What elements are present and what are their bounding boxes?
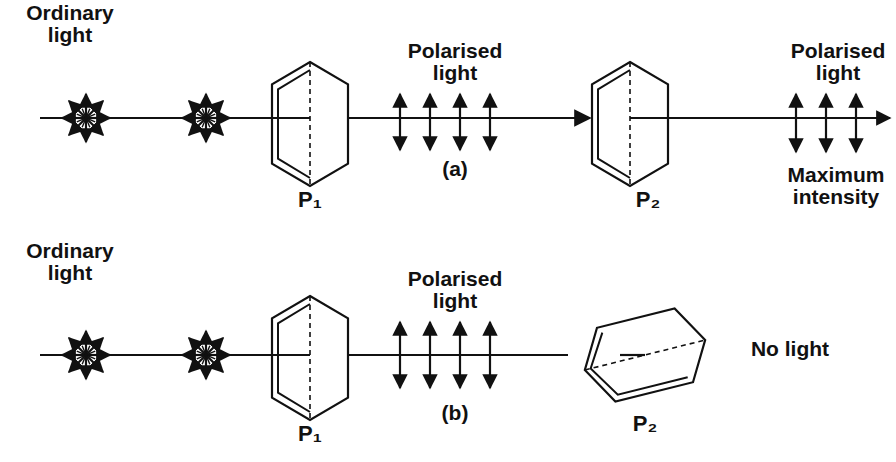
source-label: Ordinary light	[5, 240, 135, 284]
light-ray	[77, 351, 95, 359]
polaroid-drawing	[592, 62, 668, 186]
light-ray	[197, 114, 215, 122]
light-ray	[429, 94, 431, 150]
polaroid-sheet: P₁	[272, 62, 348, 214]
unpolarised-light-symbol	[182, 331, 230, 379]
light-beam	[348, 117, 590, 119]
light-ray	[77, 114, 95, 122]
light-ray	[189, 118, 206, 135]
beam-label: Polarised light	[783, 40, 893, 84]
light-ray	[206, 355, 223, 372]
polaroid-label: P₁	[272, 422, 348, 446]
light-ray	[825, 94, 827, 152]
light-ray	[86, 338, 103, 355]
unpolarised-light-symbol	[62, 94, 110, 142]
unpolarised-light-symbol	[182, 94, 230, 142]
light-ray	[77, 114, 95, 122]
light-ray	[40, 354, 310, 356]
polaroid-outline	[576, 303, 715, 407]
light-ray	[189, 355, 206, 372]
light-ray	[795, 94, 797, 152]
polaroid-edge	[583, 315, 688, 399]
intensity-label: No light	[735, 338, 845, 360]
unpolarised-light-symbol	[62, 331, 110, 379]
polaroid-sheet: P₂	[570, 300, 720, 438]
transmission-axis	[309, 62, 311, 186]
light-ray	[197, 351, 215, 359]
intensity-label: Maximum intensity	[781, 164, 891, 208]
light-ray	[86, 101, 103, 118]
polaroid-outline	[272, 62, 348, 186]
polaroid-edge	[598, 70, 630, 178]
polaroid-edge	[278, 304, 310, 412]
polaroid-sheet: P₂	[592, 62, 668, 214]
light-ray	[206, 338, 223, 355]
polaroid-label: P₂	[570, 412, 720, 436]
transmission-axis	[309, 296, 311, 420]
light-beams	[40, 118, 890, 355]
light-ray	[86, 355, 103, 372]
polaroid-outline	[592, 62, 668, 186]
polarised-vibration-arrows	[400, 94, 490, 150]
light-ray	[86, 118, 103, 135]
polaroid-drawing	[570, 300, 720, 410]
light-ray	[206, 118, 223, 135]
light-ray	[489, 94, 491, 150]
light-ray	[206, 101, 223, 118]
polaroid-outline	[272, 296, 348, 420]
light-ray	[69, 355, 86, 372]
light-ray	[459, 94, 461, 150]
polaroid-label: P₁	[272, 188, 348, 212]
light-ray	[69, 101, 86, 118]
transmission-axis	[629, 62, 631, 186]
light-ray	[197, 351, 215, 359]
polarised-vibration-arrows	[796, 94, 856, 152]
polaroid-drawing	[272, 296, 348, 420]
light-ray	[40, 117, 310, 119]
light-ray	[399, 94, 401, 150]
light-ray	[77, 351, 95, 359]
light-ray	[189, 101, 206, 118]
light-ray	[189, 338, 206, 355]
light-beam	[348, 354, 568, 356]
beam-label: Polarised light	[395, 268, 515, 312]
polaroid-label: P₂	[610, 188, 686, 212]
light-ray	[197, 114, 215, 122]
source-label: Ordinary light	[5, 2, 135, 46]
panel-label: (b)	[425, 402, 485, 424]
polaroid-sheet: P₁	[272, 296, 348, 448]
light-ray	[69, 118, 86, 135]
beam-label: Polarised light	[395, 40, 515, 84]
transmission-axis	[585, 340, 705, 370]
panel-label: (a)	[425, 158, 485, 180]
polaroid-edge	[278, 70, 310, 178]
light-ray	[855, 94, 857, 152]
light-ray	[69, 338, 86, 355]
polaroid-drawing	[272, 62, 348, 186]
